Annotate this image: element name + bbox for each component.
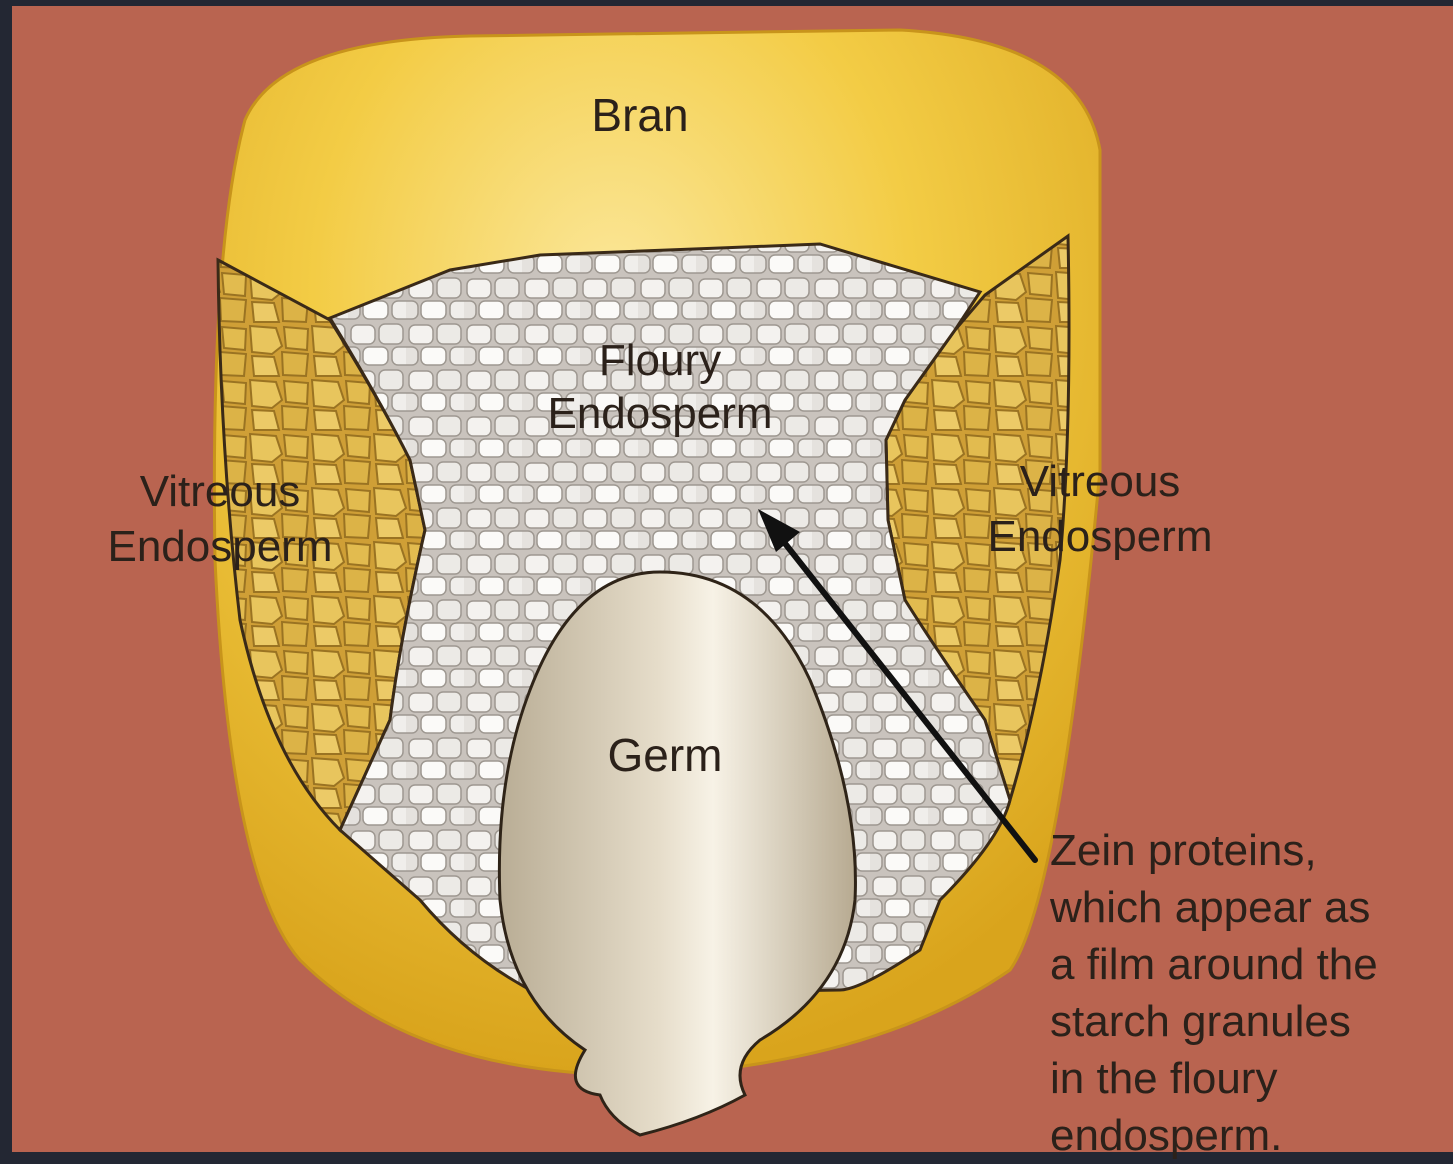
- bran-label: Bran: [560, 92, 720, 138]
- zein-note-line: Zein proteins,: [1050, 822, 1378, 879]
- zein-note-line: in the floury: [1050, 1050, 1378, 1107]
- vitreous-endosperm-right-label: Vitreous Endosperm: [960, 454, 1240, 564]
- floury-endosperm-label-line: Endosperm: [520, 387, 800, 440]
- zein-note-line: a film around the: [1050, 936, 1378, 993]
- zein-note-line: endosperm.: [1050, 1107, 1378, 1164]
- zein-note-line: which appear as: [1050, 879, 1378, 936]
- vitreous-endosperm-left-label: Vitreous Endosperm: [80, 464, 360, 574]
- vitreous-right-label-line: Endosperm: [960, 509, 1240, 564]
- vitreous-left-label-line: Endosperm: [80, 519, 360, 574]
- zein-proteins-note: Zein proteins, which appear as a film ar…: [1050, 822, 1378, 1164]
- germ-label: Germ: [580, 732, 750, 778]
- floury-endosperm-label-line: Floury: [520, 334, 800, 387]
- zein-note-line: starch granules: [1050, 993, 1378, 1050]
- vitreous-left-label-line: Vitreous: [80, 464, 360, 519]
- vitreous-right-label-line: Vitreous: [960, 454, 1240, 509]
- floury-endosperm-label: Floury Endosperm: [520, 334, 800, 440]
